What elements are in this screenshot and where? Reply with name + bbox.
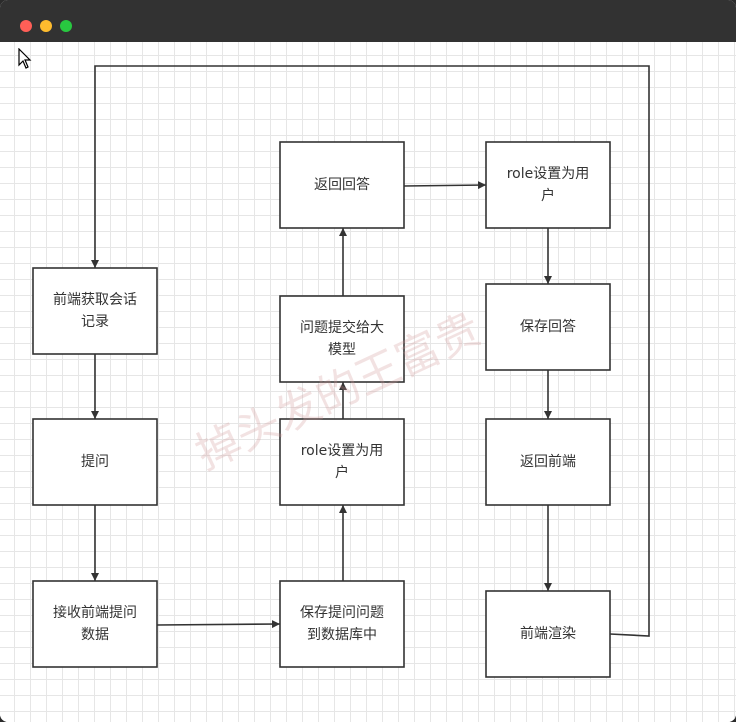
edges-layer (91, 65, 650, 637)
flow-node-box (32, 418, 158, 506)
flow-node-box (279, 295, 405, 383)
flow-node-label: 户 (335, 464, 349, 481)
flow-node-label: 前端获取会话 (53, 291, 137, 308)
nodes-layer: 前端获取会话记录提问接收前端提问数据保存提问问题到数据库中role设置为用户问题… (32, 141, 611, 678)
flow-node-label: role设置为用 (507, 166, 590, 182)
flow-node-box (485, 418, 611, 506)
flow-node-label: 返回前端 (520, 453, 576, 470)
flow-node-box (279, 418, 405, 506)
flow-node-label: 保存回答 (520, 318, 576, 335)
close-button[interactable] (20, 20, 32, 32)
flow-node-label: 到数据库中 (307, 627, 377, 643)
flow-node-n2[interactable]: 提问 (32, 418, 158, 506)
flow-node-label: 数据 (81, 627, 109, 643)
flow-node-box (485, 283, 611, 371)
flow-node-label: 接收前端提问 (53, 604, 137, 621)
flow-node-n10[interactable]: 返回前端 (485, 418, 611, 506)
flow-node-box (279, 580, 405, 668)
zoom-button[interactable] (60, 20, 72, 32)
flow-node-label: role设置为用 (301, 443, 384, 459)
flow-edge-n11-n1 (91, 65, 650, 637)
flow-node-box (32, 580, 158, 668)
flow-node-label: 提问 (81, 454, 109, 470)
flow-node-label: 模型 (328, 342, 356, 358)
mouse-cursor-icon (18, 48, 32, 69)
flow-node-label: 保存提问问题 (300, 605, 384, 621)
flow-node-n9[interactable]: 保存回答 (485, 283, 611, 371)
flow-node-n11[interactable]: 前端渲染 (485, 590, 611, 678)
flow-node-label: 户 (541, 187, 555, 204)
flow-node-label: 前端渲染 (520, 625, 576, 642)
flow-edge-n7-n8 (403, 181, 487, 190)
minimize-button[interactable] (40, 20, 52, 32)
flow-node-label: 返回回答 (314, 176, 370, 193)
flow-node-label: 记录 (81, 314, 109, 330)
flow-node-box (279, 141, 405, 229)
flow-edge-n3-n4 (156, 620, 281, 629)
flow-node-n7[interactable]: 返回回答 (279, 141, 405, 229)
flow-node-box (485, 590, 611, 678)
flow-node-box (485, 141, 611, 229)
flow-node-label: 问题提交给大 (300, 319, 384, 336)
flow-node-box (32, 267, 158, 355)
